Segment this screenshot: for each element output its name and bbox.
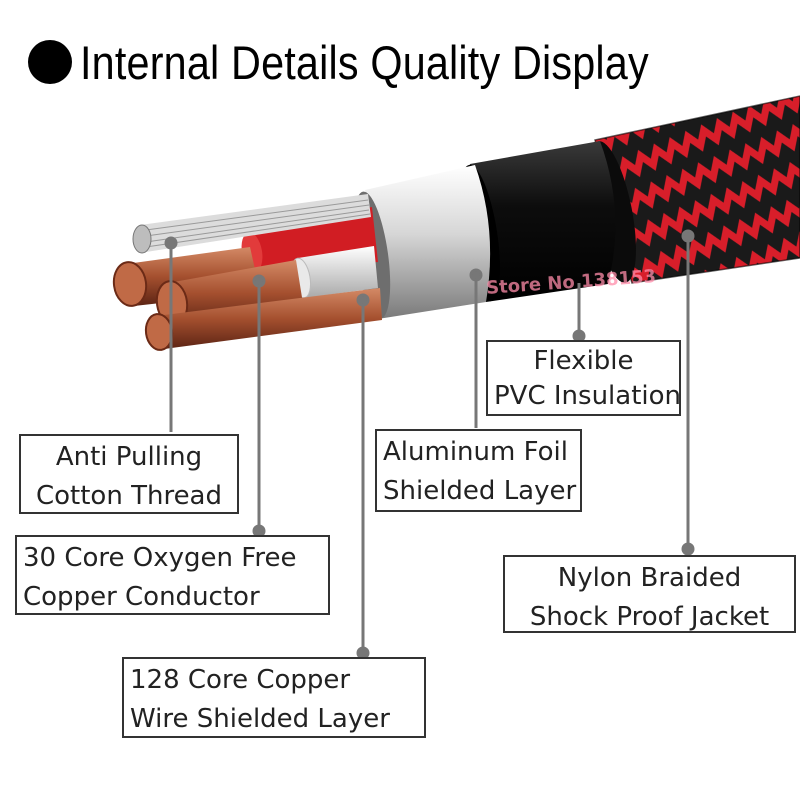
label-line: Anti Pulling [55,442,203,472]
label-pvc-insulation: Flexible PVC Insulation [486,340,681,416]
label-line: Shielded Layer [383,476,577,506]
label-line: Shock Proof Jacket [529,602,770,632]
leader-foil [469,268,483,428]
label-line: Copper Conductor [23,582,260,612]
label-copper-shield: 128 Core Copper Wire Shielded Layer [122,657,426,738]
label-line: Aluminum Foil [383,437,568,467]
page-title: Internal Details Quality Display [80,35,649,89]
label-cotton-thread: Anti Pulling Cotton Thread [19,434,239,514]
label-copper-conductor: 30 Core Oxygen Free Copper Conductor [15,535,330,615]
label-aluminum-foil: Aluminum Foil Shielded Layer [375,429,582,512]
label-line: Wire Shielded Layer [130,704,390,734]
title-row: Internal Details Quality Display [28,30,726,94]
label-nylon-jacket: Nylon Braided Shock Proof Jacket [503,555,796,633]
label-line: Flexible [533,346,634,376]
cotton-thread-strands [132,194,371,254]
label-line: PVC Insulation [494,381,682,411]
label-line: 128 Core Copper [130,665,351,695]
label-line: Cotton Thread [35,481,222,511]
label-line: Nylon Braided [557,563,742,593]
leader-conductor [252,274,266,538]
leader-shield [356,293,370,660]
leader-cotton [164,236,178,432]
leader-jacket [681,229,695,556]
bullet-icon [28,40,72,84]
label-line: 30 Core Oxygen Free [23,543,297,573]
